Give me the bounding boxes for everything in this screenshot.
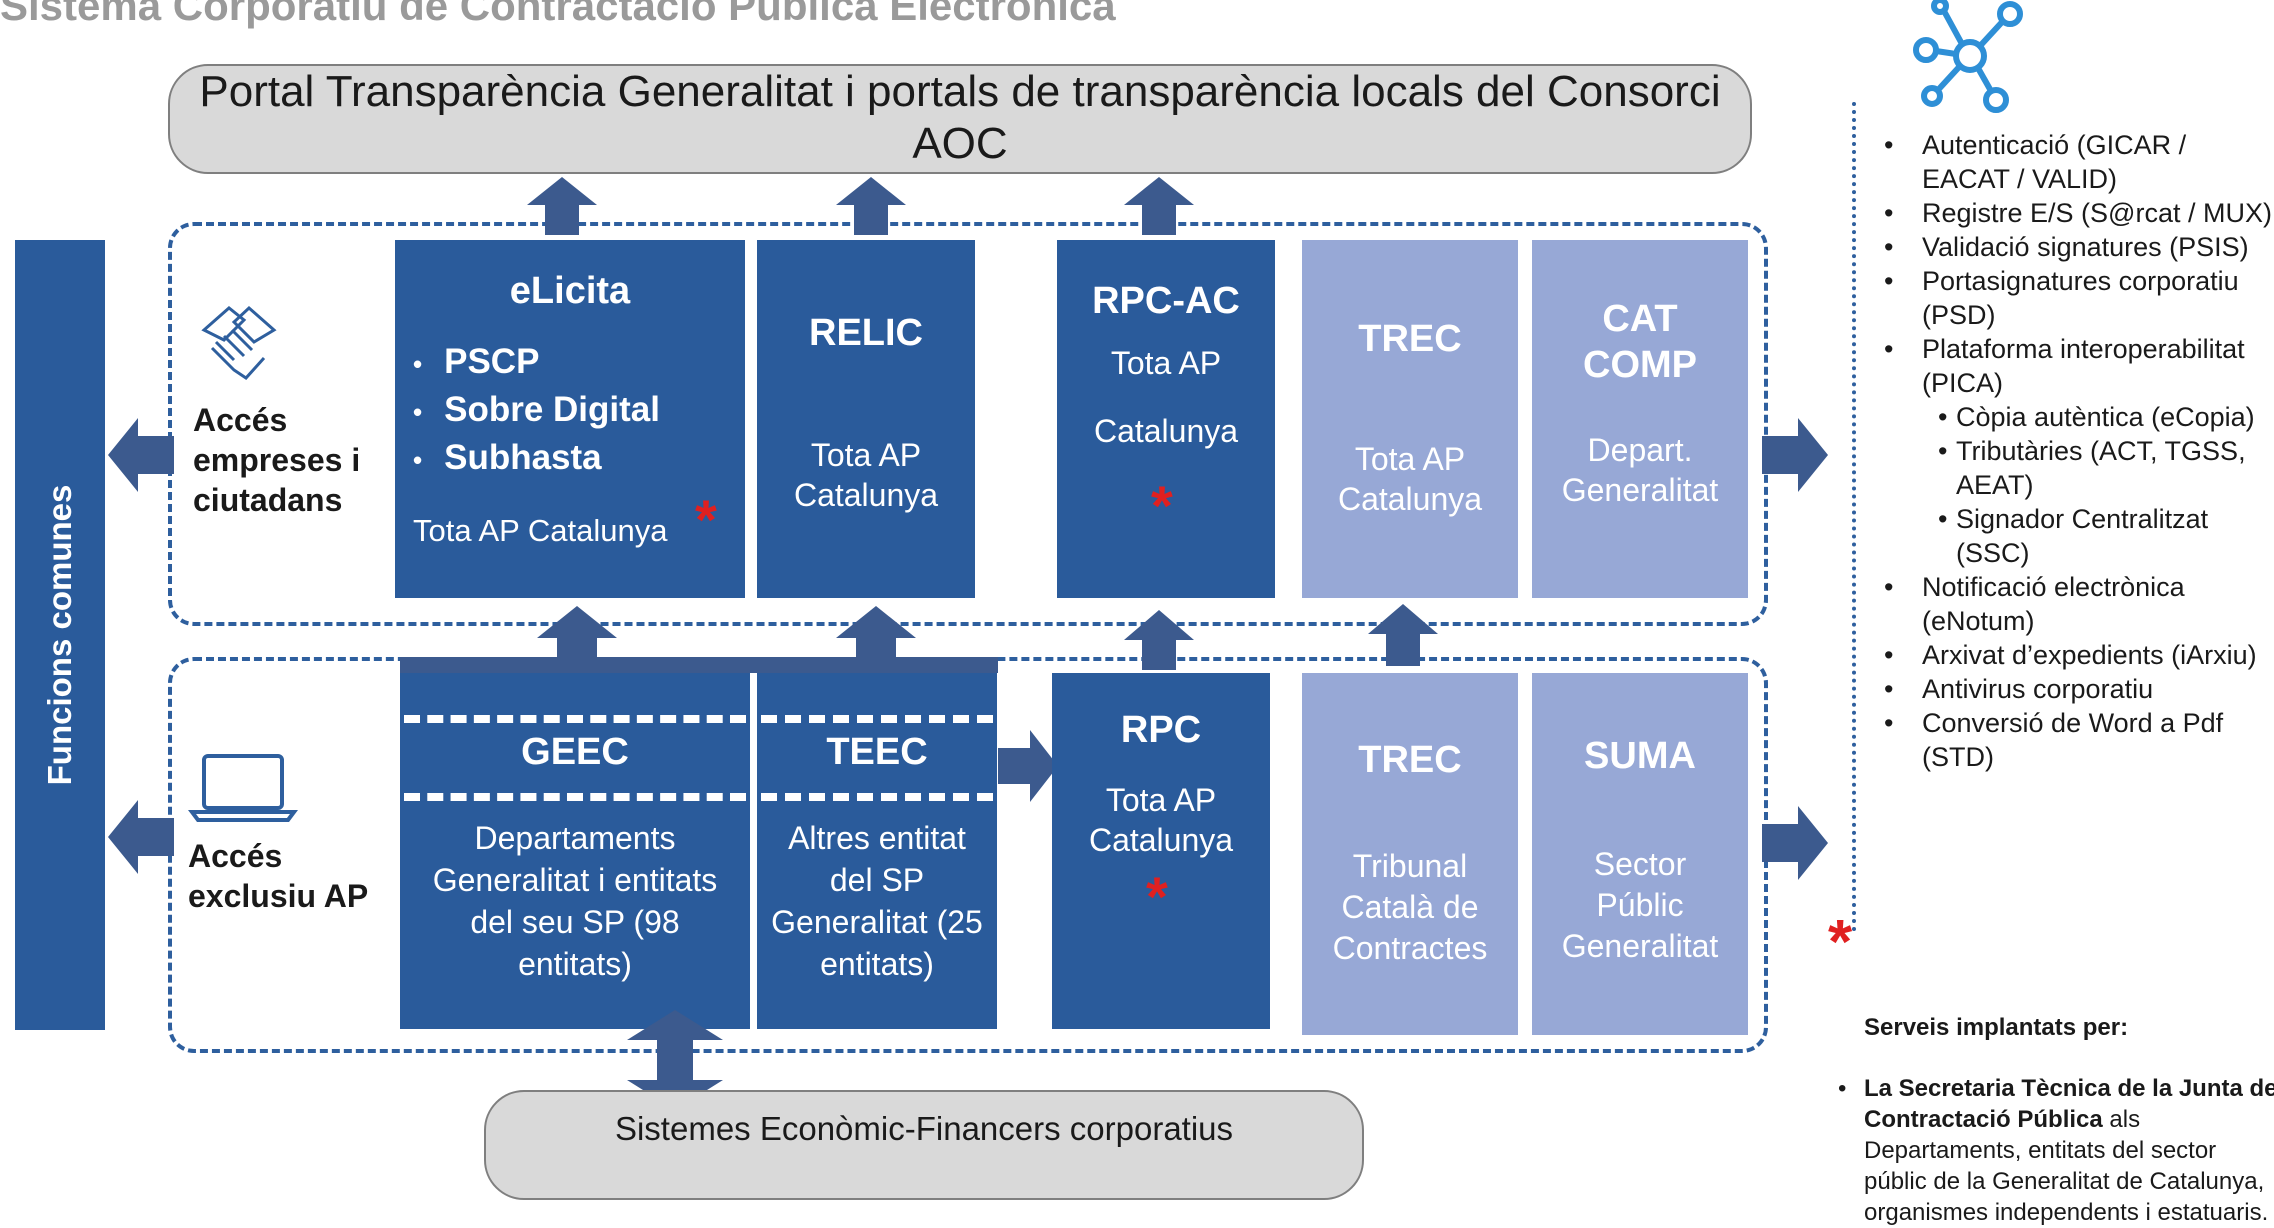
- page-title: Sistema Corporatiu de Contractació Públi…: [0, 0, 1116, 29]
- service-item: •Registre E/S (S@rcat / MUX): [1884, 198, 2272, 228]
- rpcac-line1: Tota AP: [1110, 345, 1222, 381]
- handshake-icon: [194, 300, 284, 391]
- elicita-item: •Subhasta: [413, 438, 602, 477]
- trec-top-box: TREC Tota AP Catalunya: [1302, 240, 1518, 598]
- up-arrow-geec: [537, 606, 617, 668]
- service-item: •Plataforma interoperabilitat (PICA): [1884, 334, 2245, 398]
- elicita-item: •PSCP: [413, 342, 540, 381]
- suma-title: SUMA: [1584, 735, 1696, 777]
- geec-box: GEEC Departaments Generalitat i entitats…: [400, 673, 750, 1029]
- transparency-portal: Portal Transparència Generalitat i porta…: [168, 64, 1752, 174]
- trec-top-title: TREC: [1358, 318, 1462, 360]
- right-arrow-top: [1762, 418, 1828, 492]
- elicita-title: eLicita: [509, 270, 631, 312]
- geec-teec-bar: [400, 657, 998, 673]
- services-separator: [1852, 102, 1856, 932]
- rpcac-line2: Catalunya: [1093, 413, 1239, 449]
- star-marker: *: [1146, 865, 1168, 928]
- network-icon: [1910, 0, 2030, 119]
- elicita-box: eLicita •PSCP •Sobre Digital •Subhasta T…: [395, 240, 745, 598]
- trec-bottom-box: TREC Tribunal Català de Contractes: [1302, 673, 1518, 1035]
- up-arrow-relic: [836, 177, 906, 235]
- star-marker: *: [1828, 908, 1853, 977]
- services-footnote: Serveis implantats per: • La Secretaria …: [1838, 1012, 2274, 1228]
- rpc-scope: Tota AP Catalunya: [1088, 782, 1234, 858]
- service-item: •Còpia autèntica (eCopia): [1938, 402, 2255, 432]
- relic-box: RELIC Tota AP Catalunya: [757, 240, 975, 598]
- geec-title: GEEC: [521, 731, 629, 773]
- double-arrow-financial: [627, 1010, 723, 1110]
- footnote-heading: Serveis implantats per:: [1864, 1014, 2129, 1041]
- rpcac-box: RPC-AC Tota AP Catalunya *: [1057, 240, 1275, 598]
- companies-access-label: Accés empreses i ciutadans: [193, 402, 361, 518]
- left-arrow-bottom: [108, 800, 174, 874]
- up-arrow-elicita: [527, 177, 597, 235]
- rpcac-title: RPC-AC: [1092, 280, 1240, 322]
- teec-desc: Altres entitat del SP Generalitat (25 en…: [771, 820, 983, 982]
- service-item: •Autenticació (GICAR / EACAT / VALID): [1884, 130, 2187, 194]
- companies-access-region: [168, 222, 1768, 626]
- catcomp-scope: Depart. Generalitat: [1561, 432, 1719, 508]
- service-item: •Conversió de Word a Pdf (STD): [1884, 708, 2224, 772]
- up-arrow-trec: [1368, 604, 1438, 666]
- suma-box: SUMA Sector Públic Generalitat: [1532, 673, 1748, 1035]
- star-marker: *: [1151, 474, 1173, 537]
- trec-bottom-desc: Tribunal Català de Contractes: [1332, 848, 1488, 966]
- relic-scope: Tota AP Catalunya: [793, 437, 939, 513]
- common-functions-label: Funcions comunes: [41, 484, 78, 786]
- elicita-item: •Sobre Digital: [413, 390, 660, 429]
- common-functions-bar: Funcions comunes: [15, 240, 105, 1030]
- up-arrow-teec: [836, 606, 916, 668]
- up-arrow-rpcac: [1124, 177, 1194, 235]
- relic-title: RELIC: [809, 312, 923, 354]
- trec-top-scope: Tota AP Catalunya: [1337, 441, 1483, 517]
- service-item: •Validació signatures (PSIS): [1884, 232, 2249, 262]
- right-arrow-teec-rpc: [998, 730, 1058, 802]
- teec-box: TEEC Altres entitat del SP Generalitat (…: [757, 673, 997, 1029]
- rpc-box: RPC Tota AP Catalunya *: [1052, 673, 1270, 1029]
- service-item: •Antivirus corporatiu: [1884, 674, 2154, 704]
- service-item: •Arxivat d’expedients (iArxiu): [1884, 640, 2257, 670]
- footnote-bold: La Secretaria Tècnica de la Junta de Con…: [1864, 1075, 2274, 1133]
- catcomp-title: CAT COMP: [1583, 298, 1697, 386]
- service-item: •Portasignatures corporatiu (PSD): [1884, 266, 2239, 330]
- ap-access-label: Accés exclusiu AP: [188, 838, 369, 914]
- trec-bottom-title: TREC: [1358, 739, 1462, 781]
- up-arrow-rpc: [1124, 610, 1194, 670]
- financial-systems: Sistemes Econòmic-Financers corporatius: [484, 1090, 1364, 1200]
- footnote-body: • La Secretaria Tècnica de la Junta de C…: [1838, 1073, 2274, 1228]
- left-arrow-top: [108, 418, 174, 492]
- right-arrow-bottom: [1762, 806, 1828, 880]
- geec-desc: Departaments Generalitat i entitats del …: [432, 820, 718, 982]
- teec-title: TEEC: [826, 731, 928, 773]
- suma-desc: Sector Públic Generalitat: [1561, 846, 1719, 964]
- catcomp-box: CAT COMP Depart. Generalitat: [1532, 240, 1748, 598]
- star-marker: *: [695, 488, 717, 551]
- elicita-scope: Tota AP Catalunya: [413, 513, 668, 548]
- service-item: •Signador Centralitzat (SSC): [1938, 504, 2209, 568]
- rpc-title: RPC: [1120, 709, 1202, 751]
- service-item: •Notificació electrònica (eNotum): [1884, 572, 2185, 636]
- service-item: •Tributàries (ACT, TGSS, AEAT): [1938, 436, 2246, 500]
- common-services-list: •Autenticació (GICAR / EACAT / VALID) •Re…: [1858, 128, 2274, 774]
- laptop-icon: [188, 752, 298, 829]
